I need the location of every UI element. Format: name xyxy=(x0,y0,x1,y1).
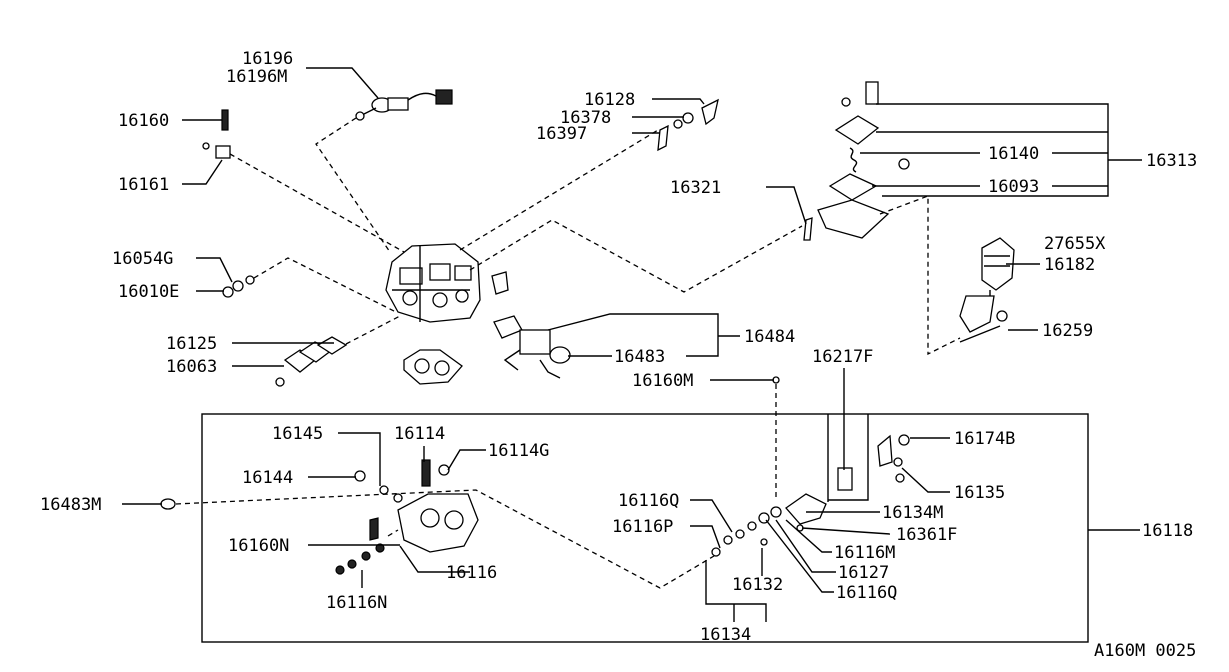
label-16127: 16127 xyxy=(838,563,889,583)
label-16116P: 16116P xyxy=(612,517,673,537)
leader-lines xyxy=(122,67,1142,622)
screw-16160 xyxy=(202,109,231,159)
label-16114G: 16114G xyxy=(488,441,549,461)
label-16116: 16116 xyxy=(446,563,497,583)
label-16116Q-upper: 16116Q xyxy=(618,491,679,511)
label-27655X: 27655X xyxy=(1044,234,1106,254)
label-16182: 16182 xyxy=(1044,255,1095,275)
label-16259: 16259 xyxy=(1042,321,1093,341)
label-16484: 16484 xyxy=(744,327,795,347)
label-16483M: 16483M xyxy=(40,495,101,515)
assembly-16118-frame xyxy=(201,413,1089,643)
label-16134M: 16134M xyxy=(882,503,943,523)
label-16116Q-lower: 16116Q xyxy=(836,583,897,603)
label-16134: 16134 xyxy=(700,625,751,645)
label-16093: 16093 xyxy=(988,177,1039,197)
solenoid-16484 xyxy=(493,315,571,379)
accelerator-boot-16182 xyxy=(959,237,1015,343)
label-16196M: 16196M xyxy=(226,67,287,87)
label-16140: 16140 xyxy=(988,144,1039,164)
diagram-code: A160M 0025 xyxy=(1094,641,1196,661)
label-16114: 16114 xyxy=(394,424,445,444)
label-16196: 16196 xyxy=(242,49,293,69)
label-16063: 16063 xyxy=(166,357,217,377)
label-16483: 16483 xyxy=(614,347,665,367)
label-16118: 16118 xyxy=(1142,521,1193,541)
label-16145: 16145 xyxy=(272,424,323,444)
parts-16128-16378-16397 xyxy=(657,98,719,152)
choke-connector xyxy=(355,89,453,121)
label-16116M: 16116M xyxy=(834,543,895,563)
parts-16313 xyxy=(803,81,910,241)
label-16160: 16160 xyxy=(118,111,169,131)
label-16135: 16135 xyxy=(954,483,1005,503)
label-16010E: 16010E xyxy=(118,282,179,302)
label-16116N: 16116N xyxy=(326,593,387,613)
label-16174B: 16174B xyxy=(954,429,1015,449)
float-chamber-16116 xyxy=(335,459,479,575)
label-16125: 16125 xyxy=(166,334,217,354)
label-16132: 16132 xyxy=(732,575,783,595)
assembly-dashed-lines xyxy=(175,117,961,589)
label-16217F: 16217F xyxy=(812,347,873,367)
label-16361F: 16361F xyxy=(896,525,957,545)
parts-16054G-16010E xyxy=(222,275,255,298)
label-16160M: 16160M xyxy=(632,371,693,391)
label-16397: 16397 xyxy=(536,124,587,144)
label-16161: 16161 xyxy=(118,175,169,195)
carburetor-body xyxy=(385,243,509,323)
label-16144: 16144 xyxy=(242,468,293,488)
gaskets-16125-16063 xyxy=(275,336,463,387)
label-16321: 16321 xyxy=(670,178,721,198)
label-16313: 16313 xyxy=(1146,151,1197,171)
label-16160N: 16160N xyxy=(228,536,289,556)
label-16378: 16378 xyxy=(560,108,611,128)
label-16054G: 16054G xyxy=(112,249,173,269)
label-16128: 16128 xyxy=(584,90,635,110)
